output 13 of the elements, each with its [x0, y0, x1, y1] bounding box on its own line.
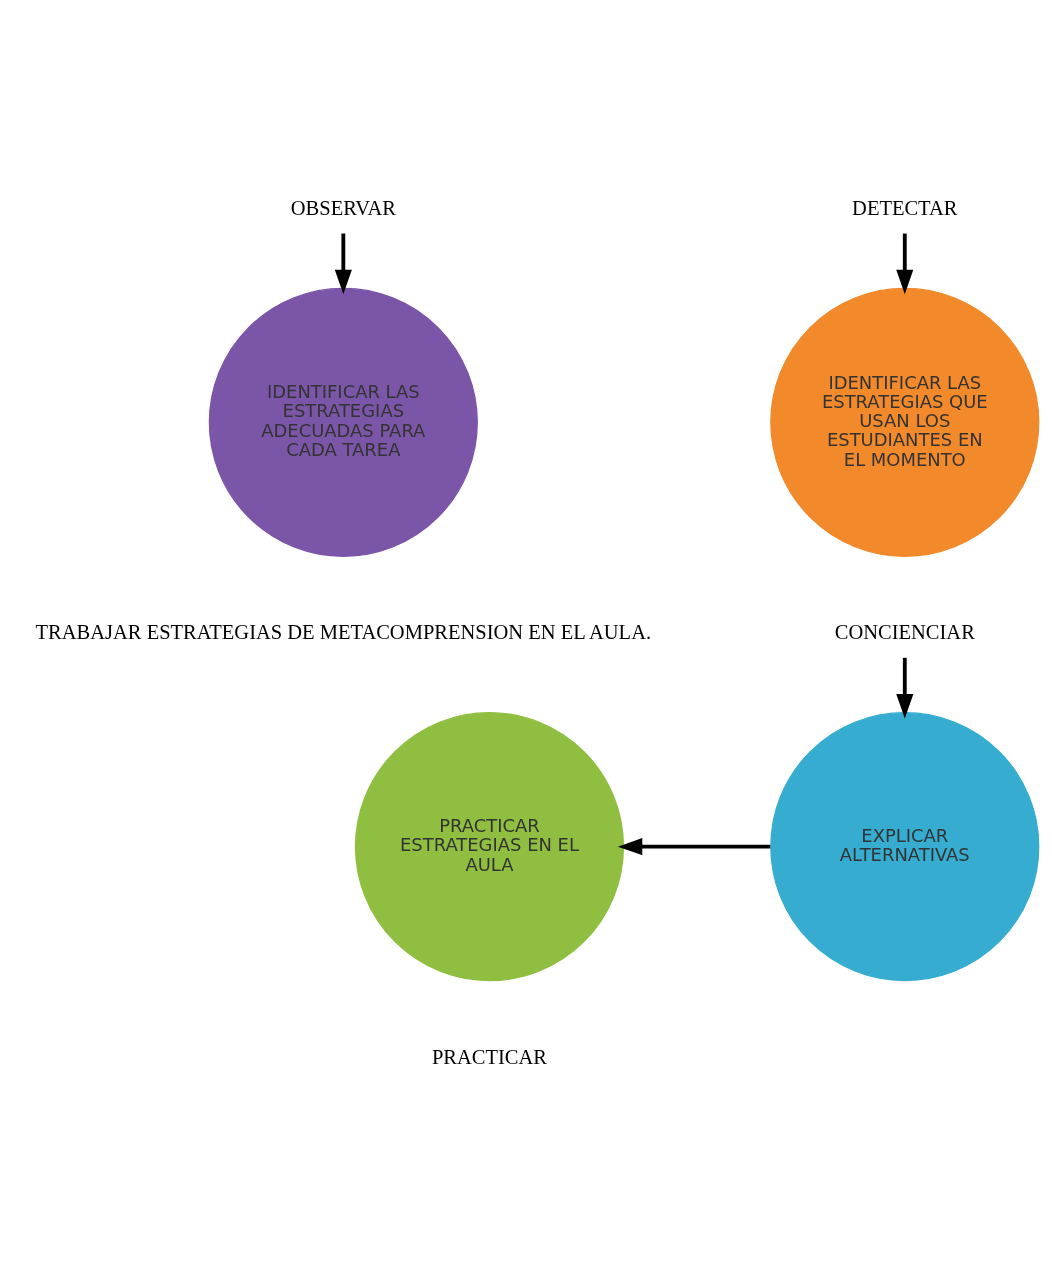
arrow	[334, 233, 352, 294]
node-text: DETECTAR	[852, 196, 958, 219]
label: PRACTICAR	[431, 1045, 547, 1068]
node-text: CONCIENCIAR	[834, 620, 975, 643]
arrow	[617, 837, 771, 855]
arrow	[896, 233, 914, 294]
node-text: OBSERVAR	[290, 196, 396, 219]
label: TRABAJAR ESTRATEGIAS DE METACOMPRENSION EN EL AULA.	[35, 620, 652, 643]
arrow	[896, 657, 914, 718]
node-circle: EXPLICAR ALTERNATIVAS	[770, 711, 1040, 981]
node-circle: IDENTIFICAR LAS ESTRATEGIAS ADECUADAS PARA CADA TAREA	[208, 287, 478, 557]
node-circle: IDENTIFICAR LAS ESTRATEGIAS QUE USAN LOS ESTUDIANTES EN EL MOMENTO	[770, 287, 1040, 557]
node-circle: PRACTICAR ESTRATEGIAS EN EL AULA	[354, 711, 625, 981]
